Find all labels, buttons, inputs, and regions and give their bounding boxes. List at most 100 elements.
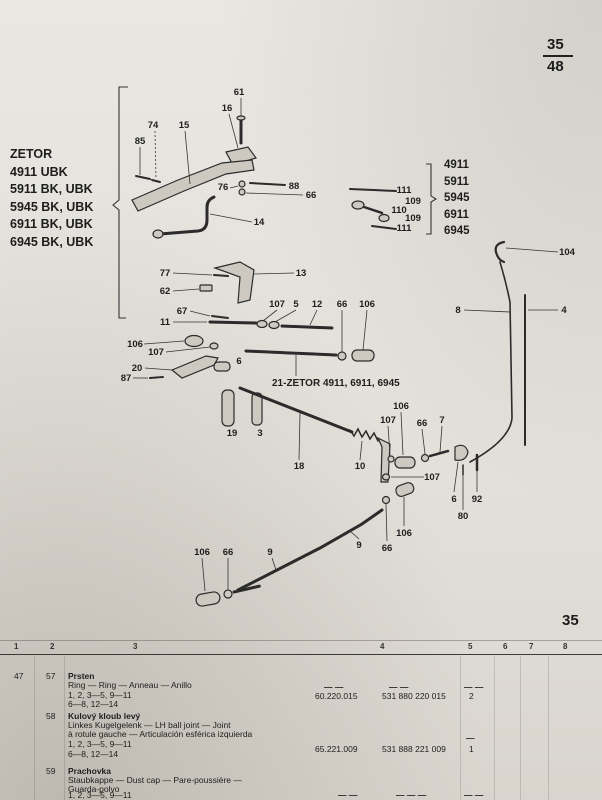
callout-3: 3 (257, 428, 262, 439)
column-header: 7 (529, 642, 534, 651)
row-position: 58 (46, 711, 56, 721)
leader-line (165, 346, 211, 353)
callout-6: 6 (451, 494, 456, 505)
callout-85: 85 (135, 136, 146, 147)
column-divider (64, 656, 65, 800)
callout-88: 88 (289, 181, 300, 192)
callout-106: 106 (393, 401, 409, 412)
dash-mark: — — (324, 682, 344, 692)
part-106-joint (395, 482, 415, 497)
part-name: Prachovka (68, 766, 111, 776)
part-5-sleeve (268, 320, 280, 330)
part-description: Guarda-polvo (68, 784, 120, 794)
part-description: 1, 2, 3—5, 9—11 (68, 791, 132, 800)
part-66-nut (337, 351, 347, 361)
part-9-thread (232, 584, 262, 594)
variant-note: 21-ZETOR 4911, 6911, 6945 (272, 378, 400, 389)
part-description: Linkes Kugelgelenk — LH ball joint — Joi… (68, 720, 231, 730)
callout-92: 92 (472, 494, 483, 505)
part-66-nut (223, 589, 233, 599)
catalog-number: 65.221.009 (315, 744, 358, 754)
part-107-ring (209, 342, 219, 350)
leader-line (387, 425, 391, 456)
leader-line (262, 309, 278, 322)
dash-mark: — — — (396, 790, 427, 800)
table-top-rule (0, 640, 602, 641)
callout-80: 80 (458, 511, 469, 522)
row-position: 59 (46, 766, 56, 776)
leader-line (143, 340, 185, 345)
leader-line (453, 461, 459, 493)
callout-66: 66 (306, 190, 317, 201)
callout-8: 8 (455, 305, 460, 316)
part-9-rod (236, 508, 384, 592)
models-left-block: ZETOR 4911 UBK 5911 BK, UBK 5945 BK, UBK… (10, 146, 93, 252)
part-7-bolt (428, 449, 450, 458)
part-20-lever (170, 355, 219, 379)
callout-4: 4 (561, 305, 567, 316)
callout-9: 9 (356, 540, 361, 551)
leader-line (253, 272, 295, 275)
leader-line (463, 309, 511, 313)
callout-104: 104 (559, 247, 576, 258)
callout-10: 10 (355, 461, 366, 472)
column-divider (520, 656, 521, 800)
leader-lines (133, 98, 559, 592)
model-line: 4911 (444, 159, 469, 171)
part-110-pin (362, 205, 384, 215)
part-12-threaded-rod (280, 324, 334, 330)
part-name: Prsten (68, 671, 95, 681)
quantity: 2 (469, 691, 474, 701)
dash-mark: — — (464, 790, 484, 800)
callout-107: 107 (148, 347, 164, 358)
figure-number: 35 (562, 612, 579, 629)
model-bracket-right (426, 163, 438, 235)
part-10-plate (376, 436, 391, 483)
part-6-clevis (454, 444, 469, 461)
leader-line (209, 213, 253, 223)
part-107-ring (381, 473, 391, 481)
dash-mark: — — (464, 682, 484, 692)
part-14-rod (158, 195, 216, 236)
part-107-ring (387, 455, 395, 463)
leader-line (309, 309, 318, 326)
model-line: 5911 BK, UBK (10, 182, 93, 197)
leader-line (505, 247, 559, 253)
column-header: 4 (380, 642, 385, 651)
part-104-clevis (494, 240, 506, 264)
part-description: 6—8, 12—14 (68, 749, 119, 759)
callout-19: 19 (227, 428, 238, 439)
part-description: Ring — Ring — Anneau — Anillo (68, 680, 192, 690)
callout-66: 66 (337, 299, 348, 310)
callout-106: 106 (127, 339, 143, 350)
part-111-pin (349, 188, 397, 192)
callout-106: 106 (194, 547, 210, 558)
callout-14: 14 (254, 217, 265, 228)
callout-67: 67 (177, 306, 188, 317)
callout-66: 66 (223, 547, 234, 558)
part-107-ring (256, 319, 268, 329)
column-divider (494, 656, 495, 800)
model-line: 6911 BK, UBK (10, 217, 93, 232)
page-total: 48 (547, 58, 564, 75)
callout-20: 20 (132, 363, 143, 374)
callout-74: 74 (148, 120, 159, 131)
callout-61: 61 (234, 87, 245, 98)
part-106-joint (351, 349, 375, 362)
part-66-nut (238, 188, 246, 196)
page-fraction-bar (543, 55, 573, 57)
callout-110: 110 (391, 205, 406, 216)
leader-line (439, 425, 443, 453)
part-106-joint (184, 334, 204, 348)
model-line: 5945 BK, UBK (10, 199, 94, 214)
models-right-block: 4911 5911 5945 6911 6945 (444, 157, 470, 240)
part-74-pin (151, 179, 161, 183)
part-11-rod (208, 320, 258, 325)
part-88-pin (249, 182, 286, 186)
part-14-eye (152, 229, 164, 239)
part-66-nut (381, 495, 391, 505)
leader-line (172, 272, 213, 276)
leader-line (228, 113, 239, 149)
part-description: à rotule gauche — Articulación esférica … (68, 729, 253, 739)
callout-106: 106 (396, 528, 412, 539)
